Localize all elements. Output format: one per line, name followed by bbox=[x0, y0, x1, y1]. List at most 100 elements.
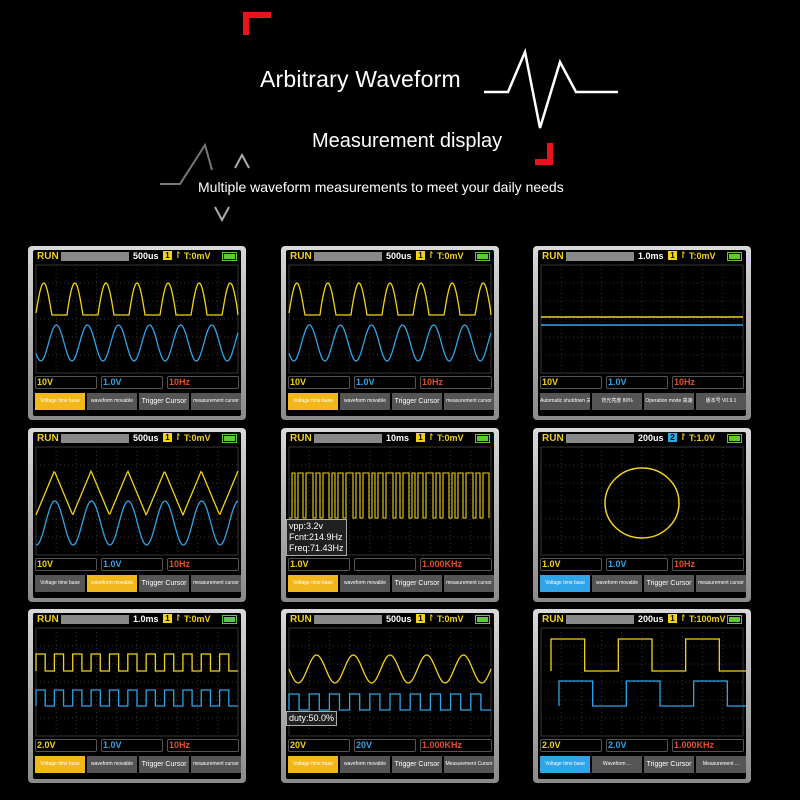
softkey-button[interactable]: Trigger Cursor bbox=[392, 575, 442, 592]
run-status[interactable]: RUN bbox=[37, 251, 59, 262]
softkey-button[interactable]: 背光亮度 80% bbox=[592, 393, 642, 410]
ch1-voltage[interactable]: 1.0V bbox=[542, 559, 561, 569]
ch2-box bbox=[606, 376, 668, 389]
softkey-button[interactable]: Voltage time base bbox=[540, 575, 590, 592]
softkey-button[interactable]: Voltage time base bbox=[35, 756, 85, 773]
softkey-button[interactable]: Voltage time base bbox=[288, 393, 338, 410]
softkey-button[interactable]: Automatic shutdown 关闭 bbox=[540, 393, 590, 410]
ch1-voltage[interactable]: 10V bbox=[37, 559, 54, 569]
frequency-value[interactable]: 10Hz bbox=[169, 377, 191, 387]
softkey-button[interactable]: Trigger Cursor bbox=[139, 575, 189, 592]
trigger-level[interactable]: T:0mV bbox=[689, 251, 716, 261]
softkey-button[interactable]: measurement cursor bbox=[191, 756, 241, 773]
run-status[interactable]: RUN bbox=[37, 433, 59, 444]
softkey-button[interactable]: Trigger Cursor bbox=[392, 393, 442, 410]
run-status[interactable]: RUN bbox=[542, 251, 564, 262]
timebase-value[interactable]: 500us bbox=[133, 433, 159, 443]
frequency-value[interactable]: 1.000KHz bbox=[422, 559, 463, 569]
ch2-voltage[interactable]: 1.0V bbox=[103, 377, 122, 387]
ch1-voltage[interactable]: 2.0V bbox=[542, 740, 561, 750]
softkey-button[interactable]: Measurement Cursor bbox=[444, 756, 494, 773]
timebase-value[interactable]: 500us bbox=[386, 251, 412, 261]
softkey-button[interactable]: waveform movable bbox=[87, 756, 137, 773]
frequency-value[interactable]: 10Hz bbox=[674, 559, 696, 569]
ch1-voltage[interactable]: 20V bbox=[290, 740, 307, 750]
softkey-button[interactable]: Voltage time base bbox=[35, 393, 85, 410]
softkey-button[interactable]: Measurement ... bbox=[696, 756, 746, 773]
softkey-button[interactable]: measurement cursor bbox=[444, 393, 494, 410]
run-status[interactable]: RUN bbox=[290, 614, 312, 625]
softkey-button[interactable]: measurement cursor bbox=[191, 575, 241, 592]
ch1-voltage[interactable]: 10V bbox=[37, 377, 54, 387]
waveform-display bbox=[35, 627, 239, 737]
trigger-level[interactable]: T:0mV bbox=[437, 614, 464, 624]
trigger-level[interactable]: T:0mV bbox=[437, 433, 464, 443]
timebase-value[interactable]: 10ms bbox=[386, 433, 410, 443]
softkey-button[interactable]: Trigger Cursor bbox=[139, 393, 189, 410]
ch2-voltage[interactable]: 1.0V bbox=[103, 740, 122, 750]
ch2-voltage[interactable]: 1.0V bbox=[356, 377, 375, 387]
ch2-voltage[interactable]: 1.0V bbox=[608, 377, 627, 387]
softkey-button[interactable]: measurement cursor bbox=[444, 575, 494, 592]
softkey-button[interactable]: measurement cursor bbox=[696, 575, 746, 592]
oscilloscope-panel: RUN 200us 2 ↾ T:1.0V 1.0V 1.0V 10Hz Volt… bbox=[533, 428, 751, 602]
ch2-voltage[interactable]: 1.0V bbox=[103, 559, 122, 569]
timebase-value[interactable]: 200us bbox=[638, 614, 664, 624]
timebase-value[interactable]: 200us bbox=[638, 433, 664, 443]
softkey-button[interactable]: Voltage time base bbox=[35, 575, 85, 592]
ch2-box bbox=[101, 739, 163, 752]
trigger-level[interactable]: T:0mV bbox=[184, 433, 211, 443]
frequency-value[interactable]: 10Hz bbox=[169, 740, 191, 750]
timebase-value[interactable]: 1.0ms bbox=[133, 614, 159, 624]
run-status[interactable]: RUN bbox=[290, 433, 312, 444]
timebase-value[interactable]: 500us bbox=[133, 251, 159, 261]
run-status[interactable]: RUN bbox=[542, 614, 564, 625]
frequency-value[interactable]: 10Hz bbox=[169, 559, 191, 569]
softkey-button[interactable]: Voltage time base bbox=[288, 756, 338, 773]
softkey-button[interactable]: waveform movable bbox=[592, 575, 642, 592]
softkey-button[interactable]: Operation mode 高速 bbox=[644, 393, 694, 410]
ch1-box bbox=[288, 376, 350, 389]
ch1-voltage[interactable]: 10V bbox=[290, 377, 307, 387]
ch1-voltage[interactable]: 1.0V bbox=[290, 559, 309, 569]
softkey-button[interactable]: Voltage time base bbox=[288, 575, 338, 592]
trigger-channel-badge: 1 bbox=[163, 614, 172, 623]
softkey-button[interactable]: Trigger Cursor bbox=[139, 756, 189, 773]
frequency-value[interactable]: 1.000KHz bbox=[674, 740, 715, 750]
frequency-value[interactable]: 10Hz bbox=[674, 377, 696, 387]
trigger-level[interactable]: T:0mV bbox=[184, 614, 211, 624]
softkey-button[interactable]: waveform movable bbox=[340, 393, 390, 410]
ch2-voltage[interactable]: 2.0V bbox=[608, 740, 627, 750]
trigger-level[interactable]: T:0mV bbox=[437, 251, 464, 261]
run-status[interactable]: RUN bbox=[542, 433, 564, 444]
trigger-level[interactable]: T:0mV bbox=[184, 251, 211, 261]
ch1-voltage[interactable]: 10V bbox=[542, 377, 559, 387]
ch1-box bbox=[540, 376, 602, 389]
softkey-button[interactable]: Voltage time base bbox=[540, 756, 590, 773]
softkey-button[interactable]: waveform movable bbox=[87, 575, 137, 592]
softkey-button[interactable]: 版本号 V0.9.1 bbox=[696, 393, 746, 410]
softkey-button[interactable]: measurement cursor bbox=[191, 393, 241, 410]
run-status[interactable]: RUN bbox=[290, 251, 312, 262]
trigger-level[interactable]: T:1.0V bbox=[689, 433, 716, 443]
frequency-value[interactable]: 10Hz bbox=[422, 377, 444, 387]
softkey-button[interactable]: Trigger Cursor bbox=[392, 756, 442, 773]
ch2-voltage[interactable]: 1.0V bbox=[608, 559, 627, 569]
trigger-level[interactable]: T:100mV bbox=[689, 614, 726, 624]
softkey-button[interactable]: Waveform ... bbox=[592, 756, 642, 773]
softkey-button[interactable]: Trigger Cursor bbox=[644, 756, 694, 773]
timebase-value[interactable]: 1.0ms bbox=[638, 251, 664, 261]
frequency-value[interactable]: 1.000KHz bbox=[422, 740, 463, 750]
softkey-button[interactable]: waveform movable bbox=[87, 393, 137, 410]
ch1-voltage[interactable]: 2.0V bbox=[37, 740, 56, 750]
ch2-voltage[interactable]: 20V bbox=[356, 740, 373, 750]
softkey-button[interactable]: waveform movable bbox=[340, 756, 390, 773]
softkey-button[interactable]: Trigger Cursor bbox=[644, 575, 694, 592]
trigger-channel-badge: 2 bbox=[668, 433, 677, 442]
waveform-area bbox=[538, 445, 746, 564]
softkey-button[interactable]: waveform movable bbox=[340, 575, 390, 592]
timebase-value[interactable]: 500us bbox=[386, 614, 412, 624]
run-status[interactable]: RUN bbox=[37, 614, 59, 625]
